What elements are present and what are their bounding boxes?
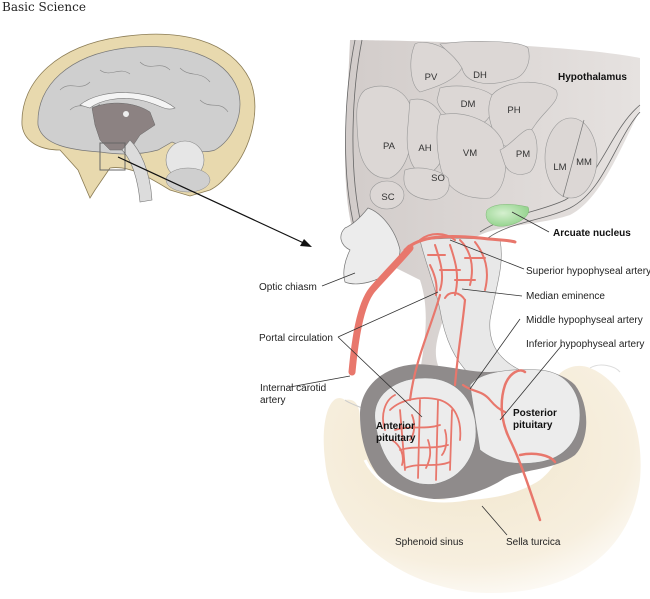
nucleus-dh xyxy=(439,41,530,84)
diencephalon xyxy=(91,102,156,151)
label-optic-chiasm: Optic chiasm xyxy=(259,282,317,293)
nucleus-label-vm: VM xyxy=(463,148,477,159)
anterior-pituitary-capillaries xyxy=(382,394,462,481)
superior-hypophyseal-artery xyxy=(403,234,517,252)
median-eminence-plexus xyxy=(419,233,488,301)
nucleus-pm xyxy=(499,128,538,175)
hypothalamic-nuclei: PV DH DM PH PA AH VM PM SO SC LM MM xyxy=(356,41,598,227)
nucleus-vm xyxy=(436,113,507,199)
third-ventricle-wall xyxy=(345,39,356,231)
label-sphenoid-sinus: Sphenoid sinus xyxy=(395,537,463,548)
optic-chiasm xyxy=(340,207,401,285)
nucleus-label-lm: LM xyxy=(553,162,566,173)
internal-carotid-artery xyxy=(348,244,414,376)
inset-box xyxy=(99,142,126,171)
inset-arrow xyxy=(117,156,309,246)
nucleus-label-ph: PH xyxy=(507,105,520,116)
label-portal-circulation: Portal circulation xyxy=(259,333,333,344)
label-internal-carotid-2: artery xyxy=(260,395,286,406)
corpus-callosum xyxy=(79,92,176,110)
nucleus-label-so: SO xyxy=(431,173,445,184)
nucleus-sc xyxy=(369,180,405,210)
nucleus-label-pv: PV xyxy=(425,72,438,83)
nucleus-label-dm: DM xyxy=(461,99,476,110)
nucleus-label-ah: AH xyxy=(418,143,431,154)
label-posterior-pituitary-1: Posterior xyxy=(513,408,557,419)
label-inferior-hypophyseal-artery: Inferior hypophyseal artery xyxy=(526,339,644,350)
label-anterior-pituitary-2: pituitary xyxy=(376,433,416,444)
vasculature xyxy=(348,233,557,522)
nucleus-pv xyxy=(410,42,463,93)
sphenoid-bone xyxy=(323,365,641,594)
label-sella-turcica: Sella turcica xyxy=(506,537,561,548)
label-superior-hypophyseal-artery: Superior hypophyseal artery xyxy=(526,266,650,277)
label-middle-hypophyseal-artery: Middle hypophyseal artery xyxy=(526,315,643,326)
nucleus-label-dh: DH xyxy=(473,70,487,81)
nucleus-so xyxy=(403,167,450,201)
leader-lines xyxy=(289,211,563,536)
brain-overview xyxy=(21,33,312,247)
nucleus-label-sc: SC xyxy=(381,192,394,203)
label-anterior-pituitary-1: Anterior xyxy=(376,421,415,432)
label-arcuate-nucleus: Arcuate nucleus xyxy=(553,228,631,239)
label-hypothalamus: Hypothalamus xyxy=(558,72,627,83)
brainstem xyxy=(121,139,153,203)
nucleus-label-pm: PM xyxy=(516,149,530,160)
nucleus-lm-mm xyxy=(544,117,598,199)
inferior-hypophyseal-artery xyxy=(500,369,557,522)
posterior-pituitary xyxy=(469,369,581,464)
label-median-eminence: Median eminence xyxy=(526,291,605,302)
running-head: Basic Science xyxy=(2,0,86,14)
arcuate-nucleus xyxy=(485,204,530,227)
label-internal-carotid-1: Internal carotid xyxy=(260,383,326,394)
portal-vessels xyxy=(408,293,467,402)
nucleus-label-mm: MM xyxy=(576,157,592,168)
nucleus-pa xyxy=(356,85,413,179)
label-posterior-pituitary-2: pituitary xyxy=(513,420,553,431)
nucleus-label-pa: PA xyxy=(383,141,396,152)
